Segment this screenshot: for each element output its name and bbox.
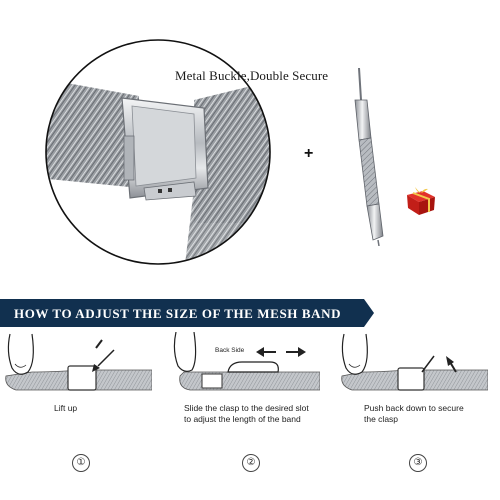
step-3-illustration: [341, 333, 488, 391]
spring-bar-tool-icon: [354, 67, 384, 246]
plus-sign: +: [304, 145, 314, 162]
instruction-banner: [0, 299, 354, 327]
product-caption: Metal Buckle,Double Secure: [175, 68, 329, 83]
banner-title: HOW TO ADJUST THE SIZE OF THE MESH BAND: [14, 306, 342, 321]
step-2-number: ②: [242, 454, 260, 472]
mesh-band-buckle-photo: [45, 39, 271, 265]
step-1-caption: Lift up: [54, 403, 78, 413]
step-2-caption: Slide the clasp to the desired slot to a…: [184, 403, 309, 424]
step-2-illustration: [173, 332, 320, 391]
banner-arrow-icon: [354, 299, 374, 327]
step-3-caption: Push back down to secure the clasp: [364, 403, 464, 424]
step-1-number: ①: [72, 454, 90, 472]
step-1-illustration: [5, 333, 152, 391]
gift-box-icon: [407, 187, 435, 215]
back-side-label: Back Side: [215, 347, 245, 354]
step-3-number: ③: [409, 454, 427, 472]
